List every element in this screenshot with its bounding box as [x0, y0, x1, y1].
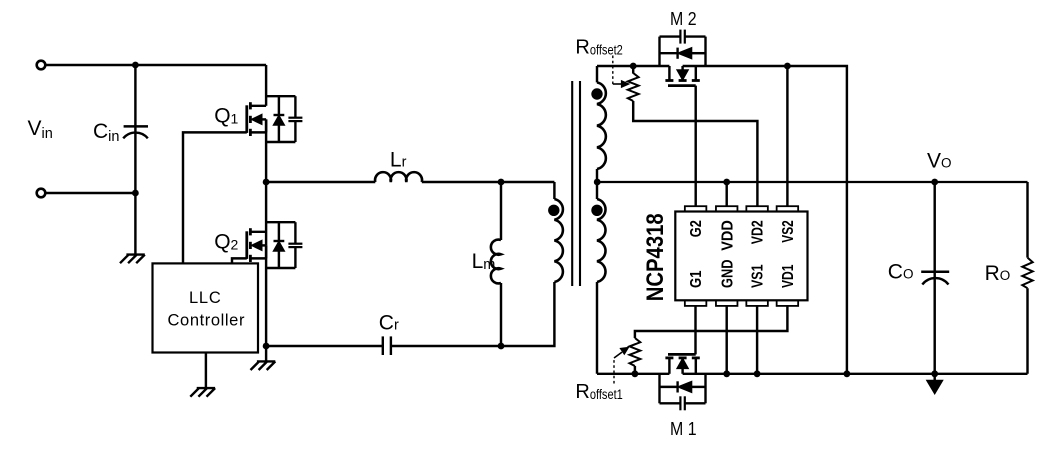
- svg-text:LLC: LLC: [189, 289, 222, 307]
- svg-text:Controller: Controller: [168, 312, 246, 330]
- svg-text:Roffset1: Roffset1: [575, 381, 622, 403]
- svg-text:VD1: VD1: [780, 264, 797, 288]
- svg-text:Q1: Q1: [214, 105, 238, 128]
- svg-text:Cr: Cr: [379, 311, 399, 334]
- svg-text:Q2: Q2: [214, 231, 238, 254]
- svg-text:NCP4318: NCP4318: [642, 213, 669, 301]
- svg-text:G2: G2: [688, 220, 705, 237]
- svg-text:VS1: VS1: [750, 264, 767, 288]
- svg-text:Roffset2: Roffset2: [575, 36, 622, 58]
- svg-text:RO: RO: [985, 262, 1011, 285]
- svg-text:VD2: VD2: [750, 220, 767, 244]
- svg-text:VO: VO: [927, 150, 952, 173]
- svg-text:M 2: M 2: [670, 9, 697, 29]
- svg-text:M 1: M 1: [670, 419, 697, 439]
- svg-text:GND: GND: [719, 260, 736, 289]
- svg-text:VS2: VS2: [780, 220, 797, 243]
- svg-text:G1: G1: [688, 270, 705, 288]
- svg-text:CO: CO: [888, 260, 914, 283]
- svg-text:VDD: VDD: [719, 220, 736, 251]
- svg-text:Lr: Lr: [390, 149, 407, 172]
